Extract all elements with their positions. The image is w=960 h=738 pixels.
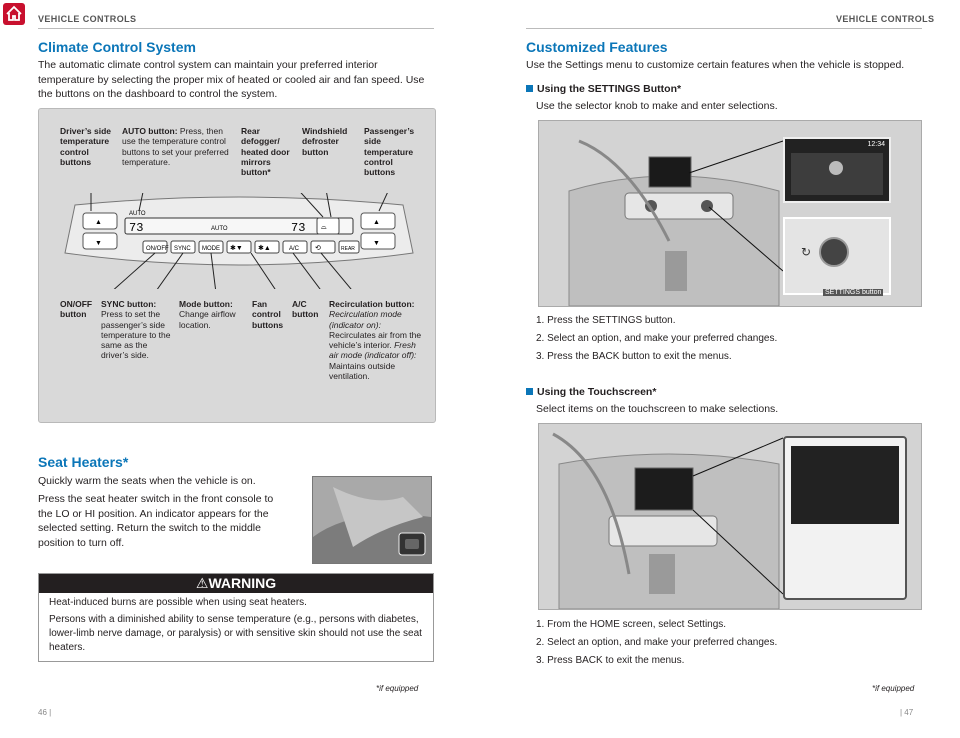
defrost-icon: ⌓	[321, 224, 327, 231]
screen-clock: 12:34	[867, 141, 885, 148]
right-page-number: | 47	[900, 708, 914, 717]
touchscreen-inset	[783, 436, 907, 600]
left-page-header: VEHICLE CONTROLS	[38, 14, 137, 24]
callout-ac: A/C button	[292, 299, 319, 320]
touchscreen-step-1: 1. From the HOME screen, select Settings…	[536, 619, 727, 630]
rear-btn-label: REAR	[341, 246, 355, 252]
callout-mode: Mode button: Change airflow location.	[179, 299, 236, 330]
bullet-square-icon	[526, 388, 533, 395]
callout-recirculation: Recirculation button: Recirculation mode…	[329, 299, 422, 382]
display-auto: AUTO	[211, 226, 228, 232]
display-left-temp: 73	[129, 221, 143, 235]
settings-button-caption: SETTINGS button	[823, 289, 884, 296]
sync-btn-label: SYNC	[174, 246, 191, 252]
recirc-icon: ⟲	[315, 245, 321, 252]
climate-intro: The automatic climate control system can…	[38, 59, 425, 100]
auto-btn-label: AUTO	[129, 211, 146, 217]
warning-p2: Persons with a diminished ability to sen…	[49, 614, 422, 653]
display-right-temp: 73	[291, 221, 305, 235]
climate-control-unit-drawing: 73 73 AUTO ▲ ▼ ▲ ▼ ON/OFF SYNC MODE ✱▼ ✱…	[64, 193, 414, 289]
right-footnote: *if equipped	[872, 684, 915, 693]
callout-fan: Fan control buttons	[252, 299, 284, 330]
warning-box: ⚠WARNING Heat-induced burns are possible…	[38, 573, 434, 662]
settings-step-1: 1. Press the SETTINGS button.	[536, 315, 676, 326]
seat-heaters-p2: Press the seat heater switch in the fron…	[38, 493, 274, 549]
callout-passenger-temp: Passenger’s side temperature control but…	[364, 126, 415, 178]
settings-button-figure: 12:34 ↻ SETTINGS button	[538, 120, 922, 307]
touchscreen-figure	[538, 423, 922, 610]
customized-features-title: Customized Features	[526, 39, 668, 55]
seat-heaters-p1: Quickly warm the seats when the vehicle …	[38, 475, 256, 487]
callout-rear-defogger: Rear defogger/ heated door mirrors butto…	[241, 126, 290, 178]
seat-heater-photo	[312, 476, 432, 564]
driver-down-arrow-icon: ▼	[95, 240, 102, 247]
home-button[interactable]	[3, 3, 25, 25]
fan-down-icon: ✱▼	[230, 244, 243, 252]
driver-up-arrow-icon: ▲	[95, 219, 102, 226]
settings-step-3: 3. Press the BACK button to exit the men…	[536, 351, 732, 362]
fan-up-icon: ✱▲	[258, 244, 271, 252]
touchscreen-steps: 1. From the HOME screen, select Settings…	[536, 616, 777, 670]
home-icon	[6, 5, 22, 21]
climate-panel-figure: Driver’s side temperature control button…	[38, 108, 436, 423]
settings-button-desc: Use the selector knob to make and enter …	[536, 100, 778, 112]
warning-p1: Heat-induced burns are possible when usi…	[49, 597, 307, 608]
callout-driver-temp: Driver’s side temperature control button…	[60, 126, 112, 167]
settings-steps: 1. Press the SETTINGS button. 2. Select …	[536, 312, 777, 366]
left-page-number: 46 |	[38, 708, 52, 717]
rotate-arrow-icon: ↻	[801, 245, 812, 259]
touchscreen-step-2: 2. Select an option, and make your prefe…	[536, 637, 778, 648]
left-header-rule	[38, 28, 434, 29]
touchscreen-desc: Select items on the touchscreen to make …	[536, 403, 779, 415]
customized-features-intro: Use the Settings menu to customize certa…	[526, 59, 905, 71]
selector-knob-icon	[829, 161, 843, 175]
seat-heaters-title: Seat Heaters*	[38, 454, 129, 470]
callout-sync: SYNC button: Press to set the passenger’…	[101, 299, 171, 361]
left-footnote: *if equipped	[376, 684, 419, 693]
right-header-rule	[526, 28, 922, 29]
callout-on-off: ON/OFF button	[60, 299, 93, 320]
right-page-header: VEHICLE CONTROLS	[836, 14, 935, 24]
callout-auto: AUTO button: Press, then use the tempera…	[122, 126, 229, 167]
ac-btn-label: A/C	[289, 246, 300, 252]
touchscreen-heading: Using the Touchscreen*	[526, 386, 656, 398]
settings-knob-inset: ↻	[783, 217, 891, 295]
on-off-btn-label: ON/OFF	[146, 246, 169, 252]
touchscreen-step-3: 3. Press BACK to exit the menus.	[536, 655, 685, 666]
settings-screen-inset: 12:34	[783, 137, 891, 203]
warning-bar: ⚠WARNING	[39, 574, 433, 593]
callout-windshield: Windshield defroster button	[302, 126, 348, 157]
bullet-square-icon	[526, 85, 533, 92]
passenger-down-arrow-icon: ▼	[373, 240, 380, 247]
warning-triangle-icon: ⚠	[195, 575, 209, 591]
settings-step-2: 2. Select an option, and make your prefe…	[536, 333, 778, 344]
mode-btn-label: MODE	[202, 246, 220, 252]
settings-button-heading: Using the SETTINGS Button*	[526, 83, 681, 95]
climate-title: Climate Control System	[38, 39, 196, 55]
warning-title: WARNING	[208, 575, 277, 591]
passenger-up-arrow-icon: ▲	[373, 219, 380, 226]
